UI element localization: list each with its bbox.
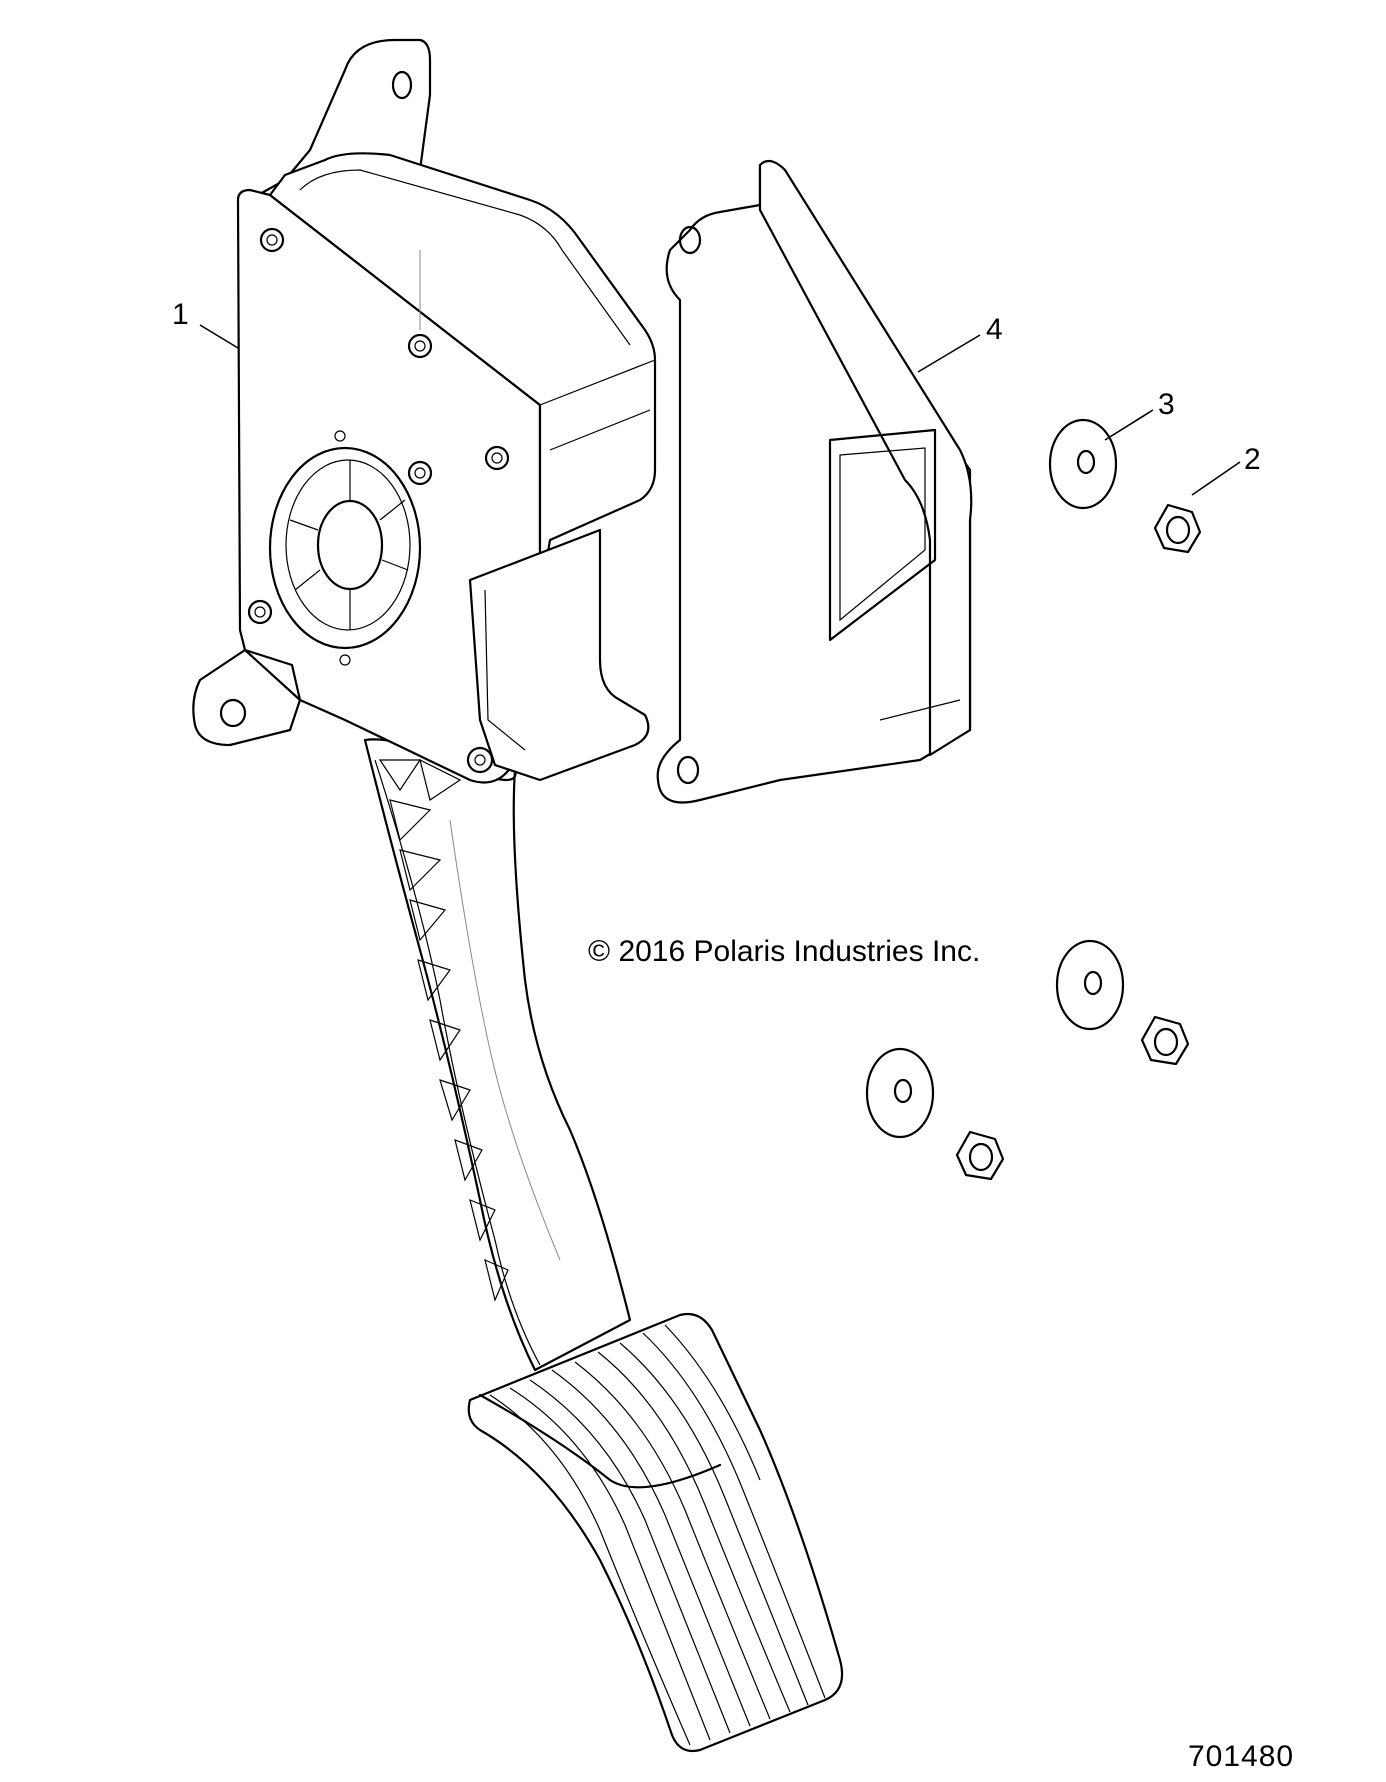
- leader-4: [917, 334, 981, 373]
- callout-1: 1: [172, 298, 189, 331]
- washer-middle: [1055, 939, 1125, 1031]
- bracket-slot: [828, 428, 937, 642]
- drawing-number: 701480: [1188, 1740, 1295, 1773]
- part-2-nuts: [955, 503, 1202, 1181]
- lever-arm: [468, 528, 650, 782]
- bracket-flange: [758, 159, 973, 757]
- arm-ribs: [378, 758, 509, 1302]
- plate-screws: [247, 227, 510, 774]
- sensor-rotor: [268, 430, 422, 666]
- part-3-washers: [865, 418, 1125, 1139]
- washer-lower: [865, 1047, 935, 1139]
- washer-top: [1048, 418, 1118, 510]
- leader-2: [1191, 461, 1241, 496]
- copyright-notice: © 2016 Polaris Industries Inc.: [588, 935, 981, 968]
- bracket-hole-bottom: [676, 755, 700, 785]
- housing-box: [268, 152, 657, 602]
- nut-top: [1153, 503, 1202, 554]
- bracket-hole-top: [678, 225, 702, 255]
- nut-lower: [955, 1130, 1005, 1181]
- bottom-mounting-tab: [192, 648, 302, 747]
- bracket-face: [656, 163, 972, 804]
- part-4-mounting-bracket: [656, 159, 973, 804]
- part-1-pedal-module: [192, 38, 844, 1753]
- foot-pad-ridges: [489, 1324, 826, 1746]
- top-mounting-hole: [391, 70, 413, 100]
- bottom-mounting-hole: [219, 698, 247, 728]
- callout-3: 3: [1158, 388, 1175, 421]
- leader-lines: [199, 324, 1241, 496]
- callout-2: 2: [1244, 443, 1261, 476]
- nut-middle: [1140, 1015, 1190, 1066]
- leader-1: [199, 324, 239, 349]
- callout-4: 4: [986, 313, 1003, 346]
- leader-3: [1104, 409, 1154, 441]
- pedal-arm: [363, 738, 632, 1372]
- foot-pad: [467, 1312, 844, 1753]
